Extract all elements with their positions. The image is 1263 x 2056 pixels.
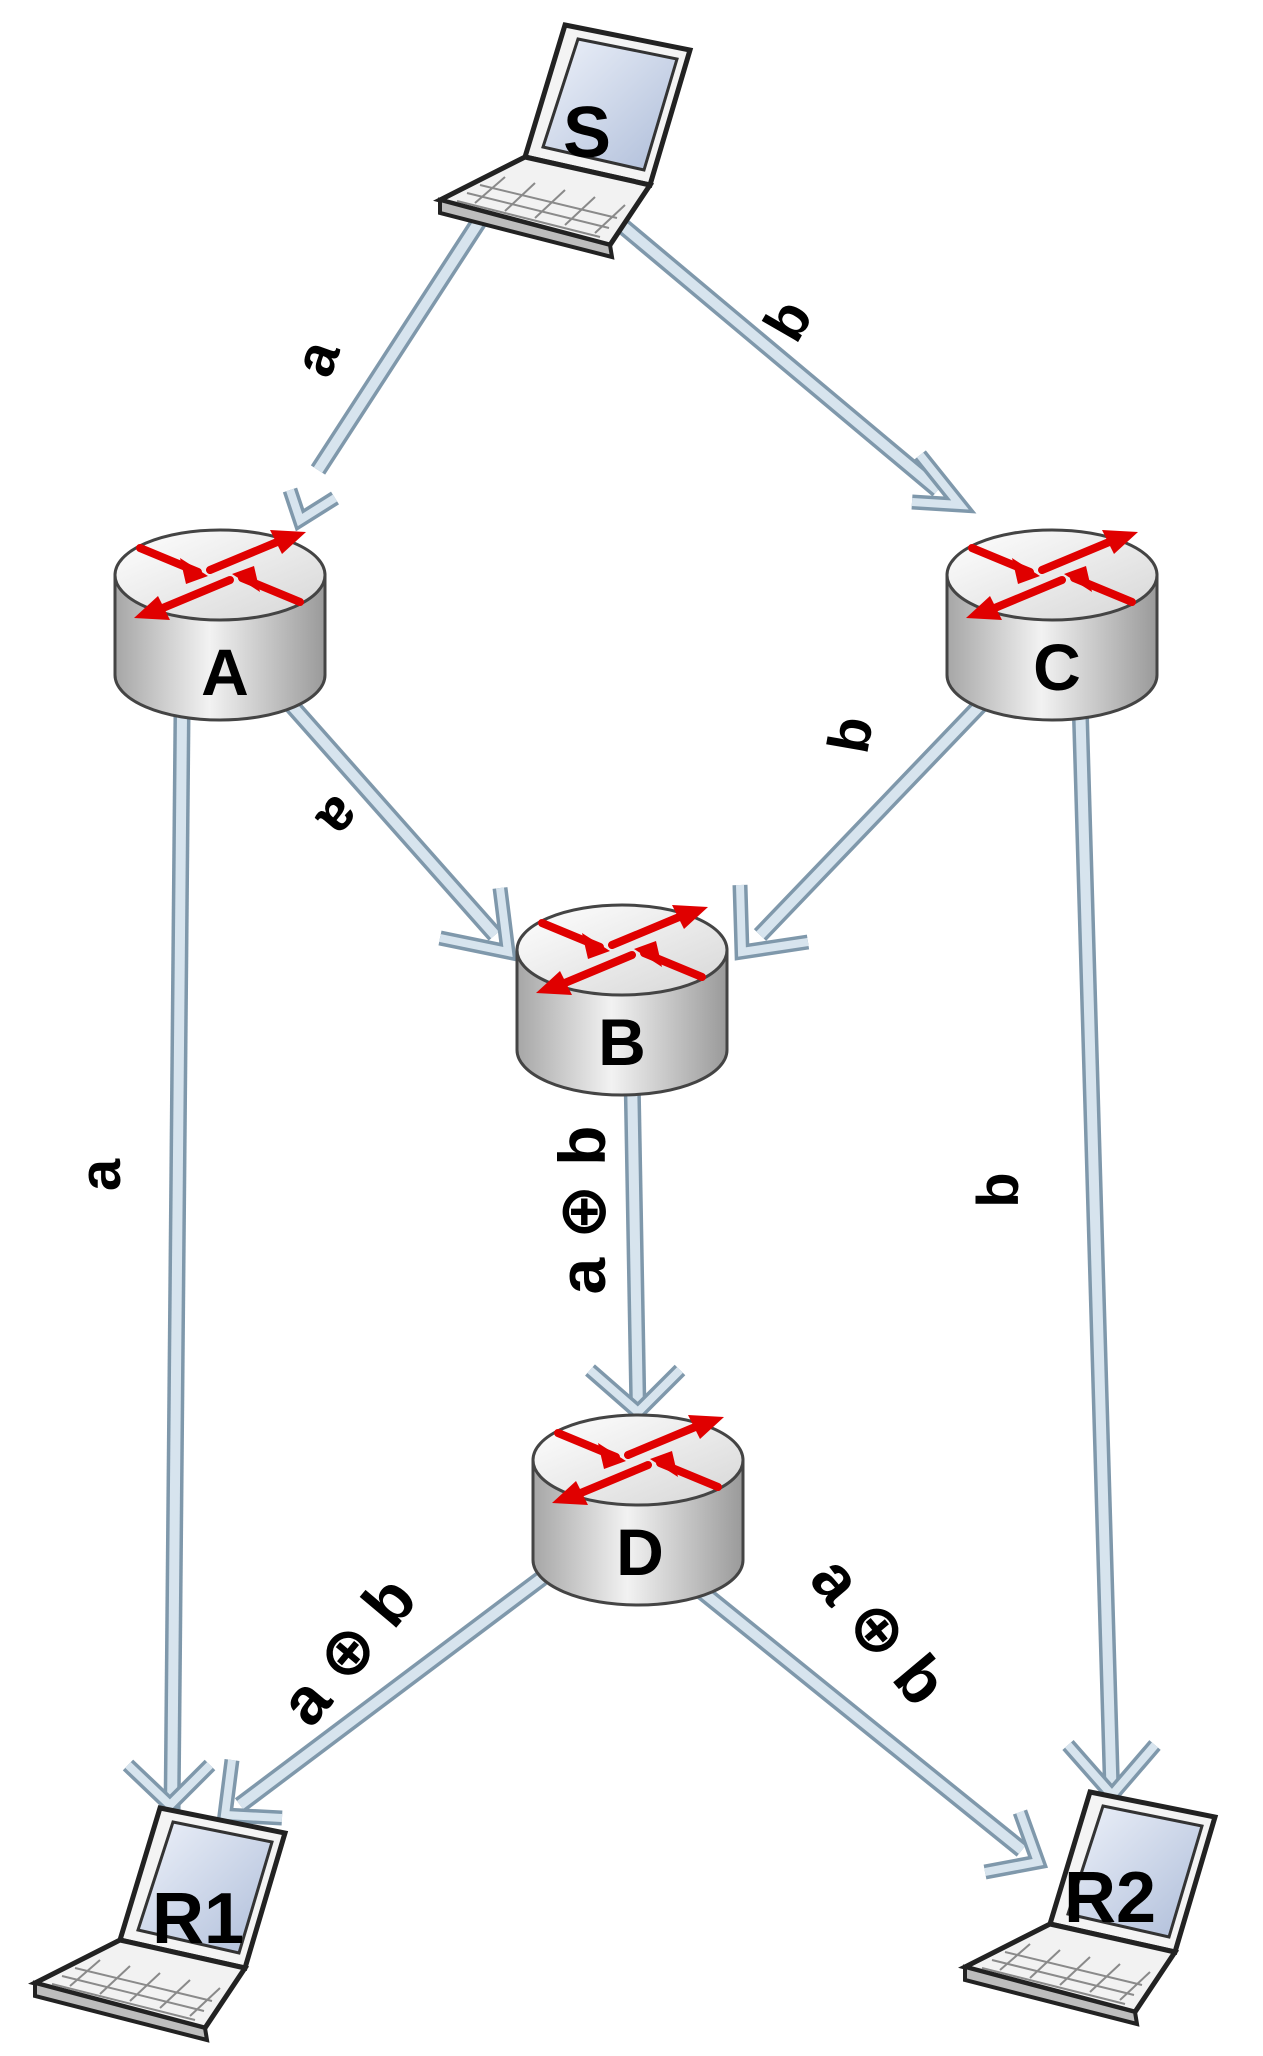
receiver-2-label: R2: [1064, 1858, 1156, 1938]
router-c-label: C: [1033, 630, 1081, 704]
edge-label-s-to-a: a: [281, 331, 353, 384]
source-laptop: S: [440, 25, 690, 257]
router-a-label: A: [201, 635, 249, 709]
receiver-1-laptop: R1: [35, 1808, 285, 2040]
edge-label-c-to-b: b: [816, 712, 886, 758]
router-d: D: [533, 1415, 743, 1605]
router-d-label: D: [616, 1515, 664, 1589]
router-b: B: [517, 905, 727, 1095]
receiver-2-laptop: R2: [965, 1792, 1215, 2024]
edge-label-b-to-d: a ⊕ b: [545, 1126, 619, 1295]
link-c-to-r2: [1062, 699, 1161, 1807]
edge-label-c-to-r2: b: [966, 1172, 1031, 1207]
router-c: C: [947, 530, 1157, 720]
link-s-to-a: [282, 215, 488, 532]
edge-label-d-to-r1: a ⊕ b: [265, 1562, 430, 1739]
link-d-to-r1: [216, 1571, 548, 1826]
edge-label-a-to-r1: a: [68, 1158, 133, 1191]
link-a-to-b: [271, 684, 517, 962]
router-b-label: B: [598, 1005, 646, 1079]
link-a-to-r1: [122, 714, 216, 1816]
link-s-to-c: [612, 215, 977, 514]
link-c-to-b: [732, 689, 997, 961]
link-d-to-r2: [694, 1583, 1049, 1880]
source-label: S: [563, 93, 611, 173]
receiver-1-label: R1: [152, 1879, 244, 1959]
router-a: A: [115, 530, 325, 720]
link-b-to-d: [585, 1074, 686, 1423]
